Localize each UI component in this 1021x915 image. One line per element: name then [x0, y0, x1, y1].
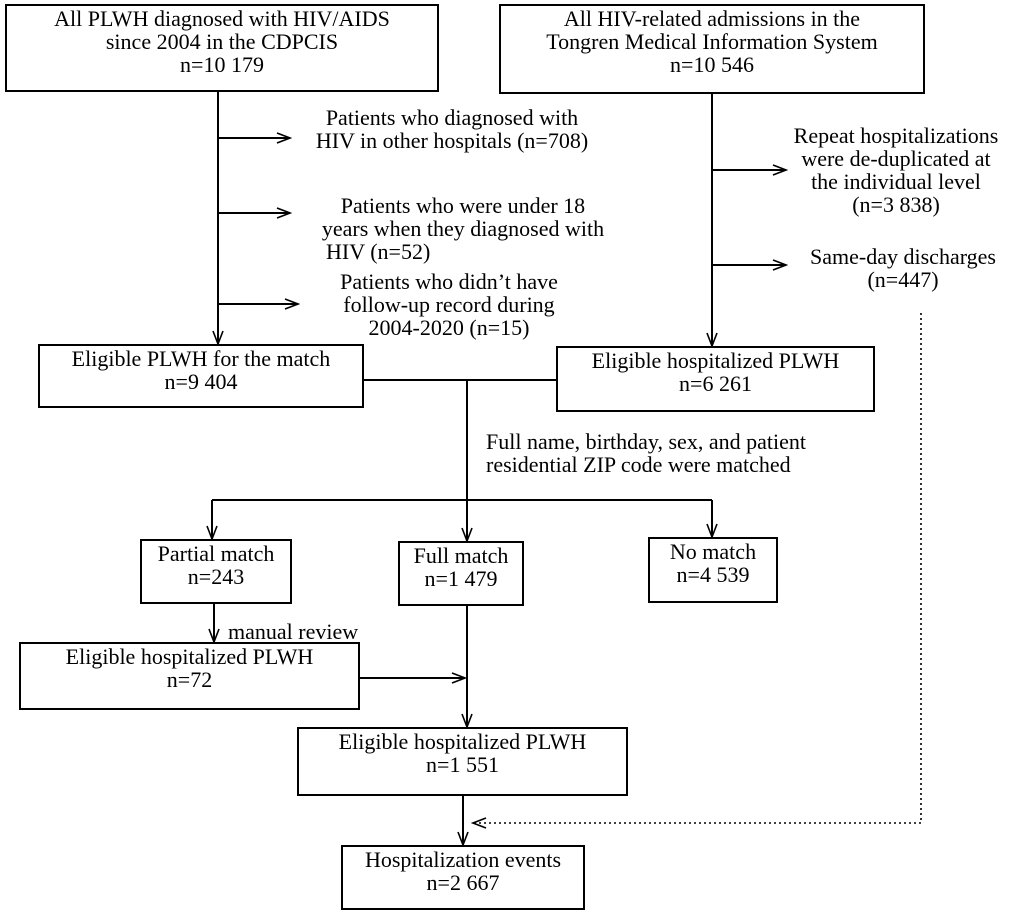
box-full-match-count: n=1 479 [424, 566, 498, 591]
box-eligible-hosp-top: Eligible hospitalized PLWH n=6 261 [556, 346, 875, 412]
note-repeat-line-2: were de-duplicated at [801, 146, 991, 171]
note-same-day-line-1: Same-day discharges [810, 244, 996, 269]
box-eligible-hosp-top-title: Eligible hospitalized PLWH [591, 348, 840, 373]
box-partial-match-title: Partial match [157, 541, 275, 566]
note-no-followup: Patients who didn’t have follow-up recor… [296, 270, 602, 339]
note-no-followup-line-3: 2004-2020 (n=15) [368, 315, 530, 340]
note-repeat-hospitalizations: Repeat hospitalizations were de-duplicat… [776, 124, 1016, 216]
box-eligible-hosp-top-count: n=6 261 [679, 371, 752, 396]
box-eligible-match-count: n=9 404 [164, 369, 238, 394]
note-match-criteria-line-1: Full name, birthday, sex, and patient [486, 429, 806, 454]
note-manual-review: manual review [228, 620, 388, 643]
box-eligible-hosp-72-title: Eligible hospitalized PLWH [65, 644, 314, 669]
box-cdpcis-count: n=10 179 [180, 52, 264, 77]
box-eligible-hosp-1551: Eligible hospitalized PLWH n=1 551 [297, 727, 628, 796]
note-under-18-line-1: Patients who were under 18 [340, 193, 586, 218]
box-eligible-hosp-1551-title: Eligible hospitalized PLWH [338, 729, 587, 754]
note-other-hospitals-line-1: Patients who diagnosed with [325, 105, 579, 130]
note-repeat-line-1: Repeat hospitalizations [793, 123, 999, 148]
box-hosp-events-title: Hospitalization events [364, 847, 562, 872]
dotted-line-to-events [473, 313, 922, 823]
box-no-match: No match n=4 539 [648, 537, 778, 603]
box-hospitalization-events: Hospitalization events n=2 667 [341, 845, 585, 910]
note-under-18-line-3: HIV (n=52) [326, 239, 431, 264]
box-eligible-hosp-72-count: n=72 [166, 667, 213, 692]
note-repeat-line-3: the individual level [811, 169, 981, 194]
box-tongren-count: n=10 546 [670, 52, 754, 77]
note-other-hospitals-line-2: HIV in other hospitals (n=708) [315, 128, 589, 153]
box-tongren-line-1: All HIV-related admissions in the [563, 6, 861, 31]
note-match-criteria: Full name, birthday, sex, and patient re… [486, 430, 866, 476]
box-full-match: Full match n=1 479 [398, 541, 524, 606]
box-cdpcis: All PLWH diagnosed with HIV/AIDS since 2… [5, 4, 439, 92]
box-tongren-line-2: Tongren Medical Information System [546, 29, 878, 54]
box-full-match-title: Full match [413, 543, 509, 568]
note-same-day-line-2: (n=447) [867, 267, 939, 292]
box-no-match-count: n=4 539 [676, 562, 750, 587]
note-same-day: Same-day discharges (n=447) [790, 245, 1016, 291]
box-tongren: All HIV-related admissions in the Tongre… [499, 4, 925, 94]
note-under-18-line-2: years when they diagnosed with [321, 216, 605, 241]
box-cdpcis-line-2: since 2004 in the CDPCIS [105, 29, 339, 54]
box-eligible-match-title: Eligible PLWH for the match [71, 346, 331, 371]
box-eligible-match: Eligible PLWH for the match n=9 404 [38, 344, 364, 408]
box-cdpcis-line-1: All PLWH diagnosed with HIV/AIDS [54, 6, 390, 31]
box-hosp-events-count: n=2 667 [426, 870, 500, 895]
note-no-followup-line-1: Patients who didn’t have [340, 269, 558, 294]
note-other-hospitals: Patients who diagnosed with HIV in other… [296, 106, 608, 152]
box-eligible-hosp-72: Eligible hospitalized PLWH n=72 [19, 642, 360, 710]
box-partial-match-count: n=243 [187, 564, 245, 589]
box-partial-match: Partial match n=243 [140, 539, 292, 604]
note-match-criteria-line-2: residential ZIP code were matched [486, 452, 791, 477]
note-repeat-line-4: (n=3 838) [852, 192, 940, 217]
box-no-match-title: No match [669, 539, 757, 564]
note-under-18: Patients who were under 18 years when th… [300, 194, 626, 263]
note-manual-review-text: manual review [228, 619, 359, 644]
note-no-followup-line-2: follow-up record during [343, 292, 555, 317]
box-eligible-hosp-1551-count: n=1 551 [426, 752, 499, 777]
